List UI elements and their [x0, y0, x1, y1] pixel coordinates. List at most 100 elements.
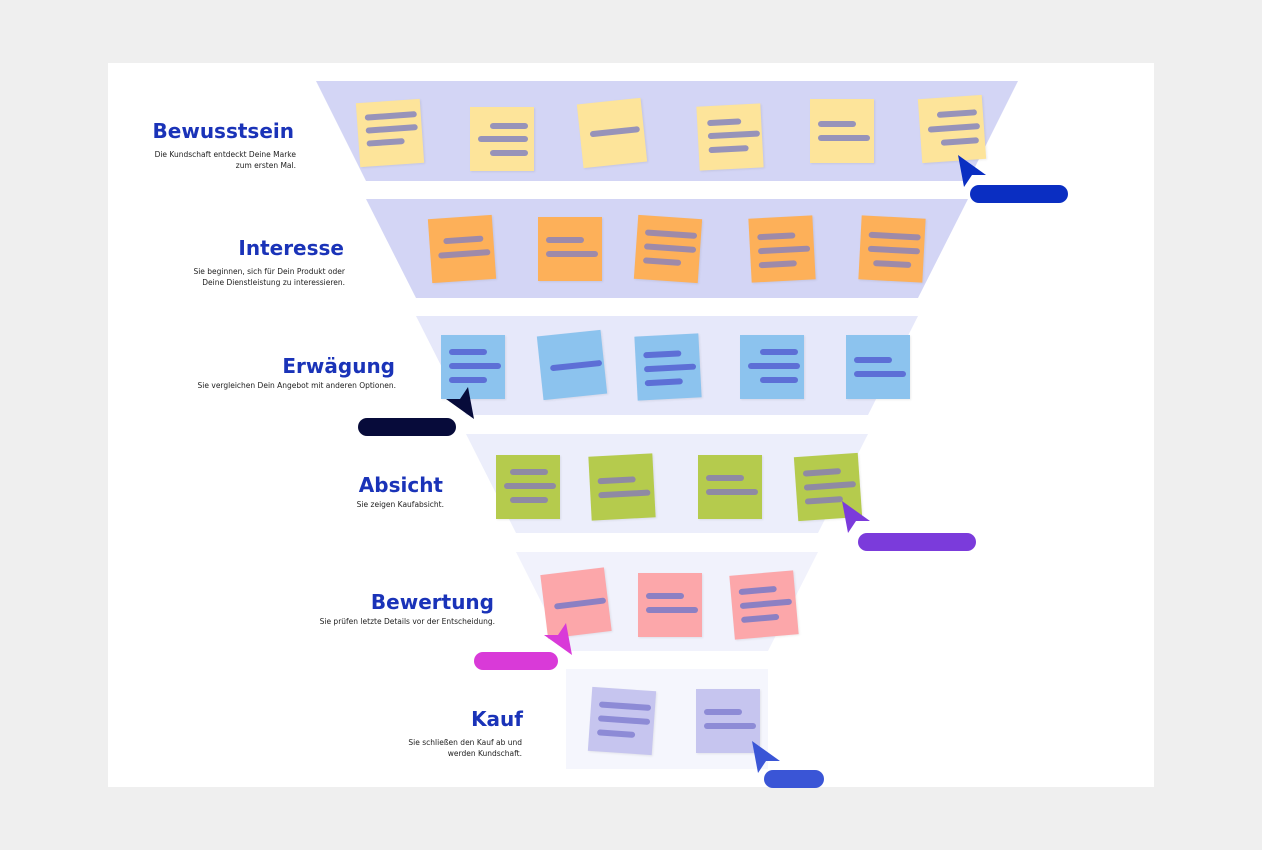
sticky-note-text-line	[739, 598, 793, 610]
sticky-note-text-line	[510, 469, 548, 475]
sticky-note[interactable]	[638, 573, 702, 637]
sticky-note[interactable]	[576, 97, 648, 169]
sticky-note-text-line	[704, 709, 742, 715]
funnel-layer-4	[466, 434, 868, 533]
sticky-note-text-line	[478, 136, 528, 142]
sticky-note-text-line	[738, 585, 777, 596]
cursor-name-tag	[764, 770, 824, 788]
stage-title-erwaegung: Erwägung	[282, 354, 395, 378]
sticky-note-text-line	[596, 729, 636, 738]
stage-title-kauf: Kauf	[471, 707, 523, 731]
sticky-note-text-line	[490, 123, 528, 129]
sticky-note[interactable]	[698, 455, 762, 519]
sticky-note-text-line	[757, 232, 796, 241]
sticky-note-text-line	[868, 231, 921, 241]
sticky-note-text-line	[802, 468, 842, 477]
sticky-note[interactable]	[634, 333, 702, 401]
stage-desc-bewertung: Sie prüfen letzte Details vor der Entsch…	[319, 617, 495, 626]
sticky-note-text-line	[706, 489, 758, 495]
sticky-note-text-line	[740, 613, 780, 624]
sticky-note-text-line	[449, 377, 487, 383]
sticky-note[interactable]	[729, 570, 799, 640]
sticky-note-text-line	[704, 723, 756, 729]
stage-title-bewertung: Bewertung	[370, 590, 494, 614]
stage-desc-bewusstsein: Die Kundschaft entdeckt Deine Marke zum …	[154, 150, 296, 170]
sticky-note-text-line	[549, 359, 603, 372]
sticky-note[interactable]	[696, 689, 760, 753]
sticky-note-text-line	[553, 597, 607, 610]
sticky-note-text-line	[760, 377, 798, 383]
sticky-note-text-line	[818, 135, 870, 141]
sticky-note-text-line	[449, 349, 487, 355]
sticky-note-text-line	[366, 138, 405, 147]
sticky-note-text-line	[873, 260, 912, 269]
sticky-note-text-line	[438, 249, 491, 259]
sticky-note[interactable]	[355, 98, 425, 168]
sticky-note-text-line	[867, 245, 921, 255]
sticky-note-text-line	[443, 235, 484, 245]
sticky-note-text-line	[760, 349, 798, 355]
sticky-note[interactable]	[740, 335, 804, 399]
sticky-note-text-line	[642, 257, 682, 266]
sticky-note-text-line	[598, 489, 651, 499]
sticky-note[interactable]	[810, 99, 874, 163]
sticky-note-text-line	[546, 251, 598, 257]
sticky-note-text-line	[644, 229, 698, 239]
sticky-note-text-line	[818, 121, 856, 127]
sticky-note[interactable]	[633, 214, 703, 284]
sticky-note-text-line	[643, 243, 697, 253]
sticky-note[interactable]	[538, 217, 602, 281]
sticky-note-text-line	[504, 483, 556, 489]
sticky-note-text-line	[646, 593, 684, 599]
sticky-note-text-line	[646, 607, 698, 613]
sticky-note-text-line	[758, 260, 797, 269]
sticky-note-text-line	[644, 378, 683, 387]
stage-desc-erwaegung: Sie vergleichen Dein Angebot mit anderen…	[197, 381, 396, 390]
sticky-note[interactable]	[858, 215, 926, 283]
sticky-note[interactable]	[470, 107, 534, 171]
funnel-diagram	[316, 81, 1018, 769]
sticky-note-text-line	[365, 124, 418, 134]
cursor-arrow-icon	[842, 501, 870, 533]
sticky-note[interactable]	[441, 335, 505, 399]
sticky-note-text-line	[490, 150, 528, 156]
cursor-arrow-icon	[752, 741, 780, 773]
stage-title-bewusstsein: Bewusstsein	[152, 119, 294, 143]
sticky-note[interactable]	[588, 453, 656, 521]
sticky-note-text-line	[589, 126, 641, 138]
whiteboard-canvas[interactable]: Bewusstsein Die Kundschaft entdeckt Dein…	[108, 63, 1154, 788]
cursor-arrow-icon	[544, 623, 572, 655]
sticky-note-text-line	[854, 357, 892, 363]
stage-title-interesse: Interesse	[238, 236, 344, 260]
cursor-arrow-icon	[958, 155, 986, 187]
sticky-note-text-line	[643, 350, 682, 359]
cursor-name-tag	[474, 652, 558, 670]
sticky-note-text-line	[598, 701, 652, 711]
sticky-note[interactable]	[536, 329, 608, 401]
sticky-note-text-line	[707, 118, 742, 127]
sticky-note-text-line	[854, 371, 906, 377]
sticky-note-text-line	[546, 237, 584, 243]
sticky-note[interactable]	[496, 455, 560, 519]
sticky-note-text-line	[510, 497, 548, 503]
sticky-note-text-line	[597, 476, 636, 485]
sticky-note[interactable]	[846, 335, 910, 399]
sticky-note-text-line	[940, 137, 980, 146]
sticky-note[interactable]	[427, 214, 497, 284]
sticky-note-text-line	[927, 123, 981, 133]
stage-desc-kauf: Sie schließen den Kauf ab und werden Kun…	[408, 738, 522, 758]
sticky-note-text-line	[643, 363, 697, 373]
sticky-note[interactable]	[587, 686, 657, 756]
sticky-note-text-line	[708, 145, 749, 154]
sticky-note[interactable]	[748, 215, 816, 283]
sticky-note-text-line	[748, 363, 800, 369]
stage-desc-absicht: Sie zeigen Kaufabsicht.	[356, 500, 444, 509]
sticky-note-text-line	[449, 363, 501, 369]
cursor-name-tag	[358, 418, 456, 436]
sticky-note[interactable]	[696, 103, 764, 171]
sticky-note-text-line	[707, 130, 761, 140]
sticky-note-text-line	[364, 111, 417, 121]
cursor-name-tag	[970, 185, 1068, 203]
stage-title-absicht: Absicht	[358, 473, 443, 497]
sticky-note-text-line	[803, 481, 857, 491]
